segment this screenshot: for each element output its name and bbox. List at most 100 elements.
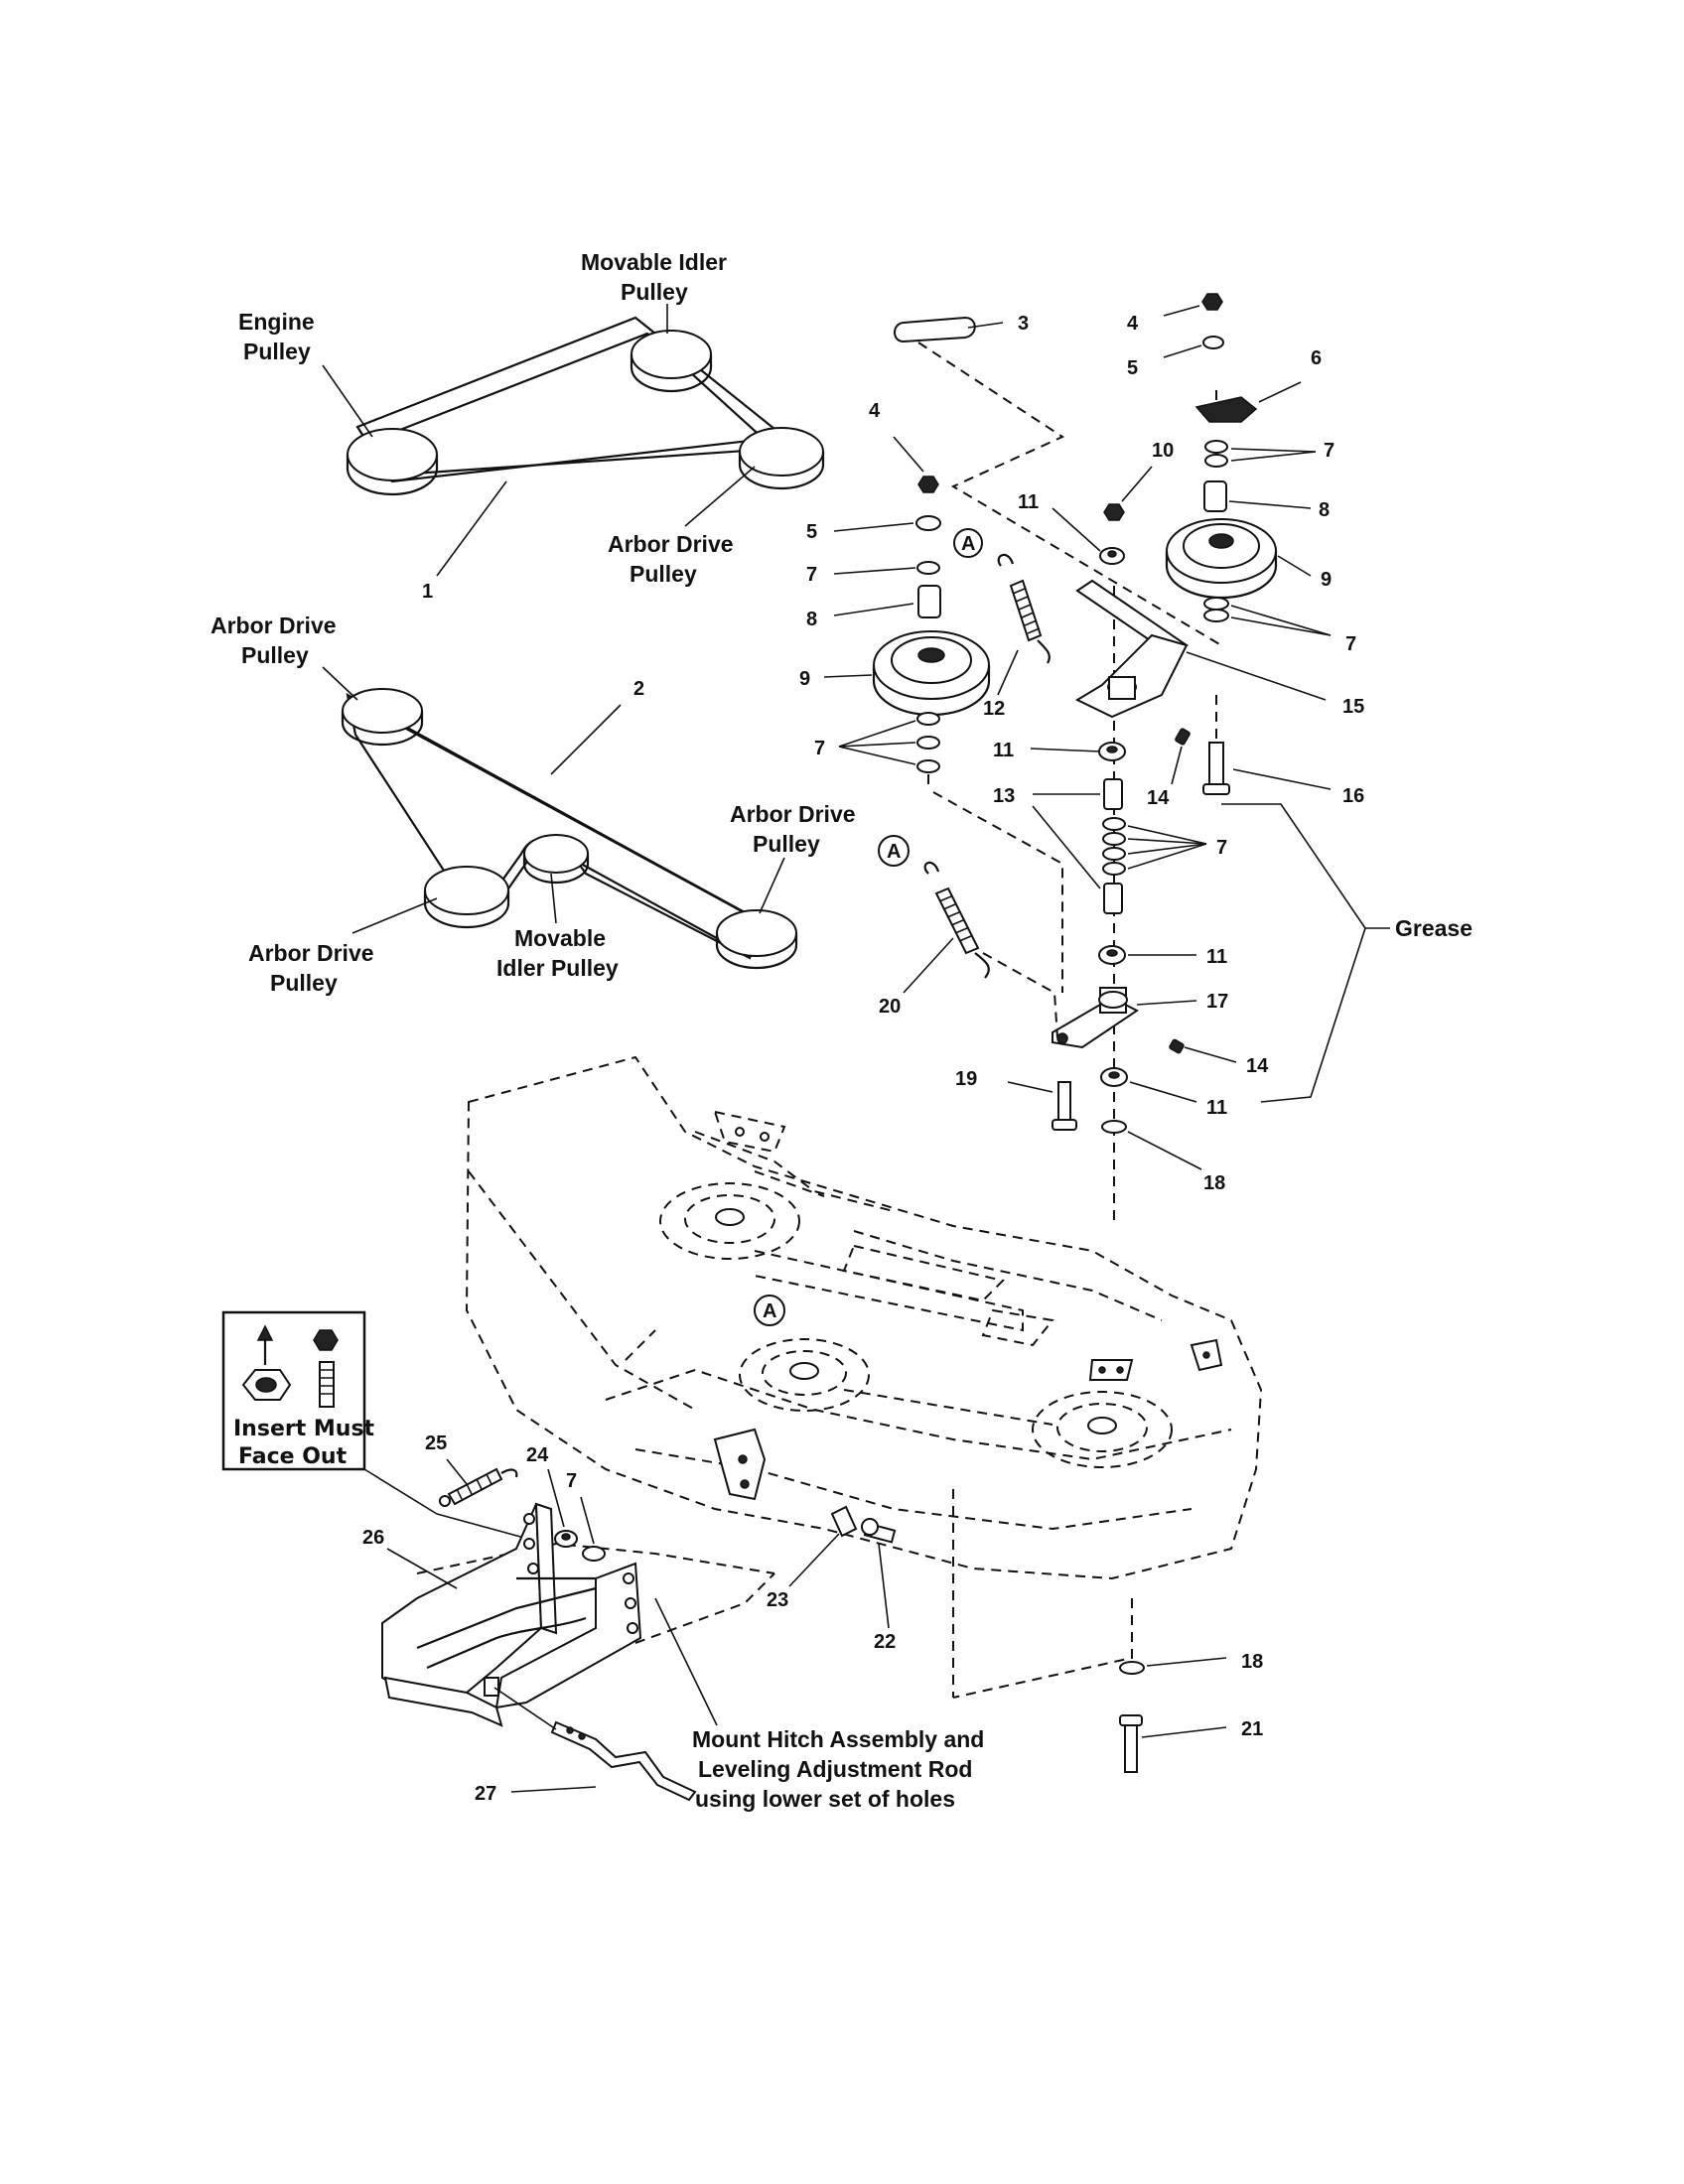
part-number-10: 10 <box>1152 440 1174 462</box>
callout-a-upper: A <box>953 528 983 558</box>
pin-22-icon <box>861 1518 897 1544</box>
insert-face-out-box: Insert Must Face Out <box>221 1310 547 1545</box>
spacer-13-upper-icon <box>1103 778 1123 810</box>
idler-pulley-icon-left <box>872 630 991 717</box>
arbor-drive-pulley-label-1: Arbor Drive Pulley <box>608 531 740 587</box>
bearing-11-upper-icon <box>1099 547 1125 565</box>
part-number-20: 20 <box>879 996 901 1018</box>
part-number-7c: 7 <box>1216 837 1227 859</box>
part-number-5a: 5 <box>806 521 817 543</box>
engine-pulley-label: Engine Pulley <box>238 309 321 364</box>
callout-a-middle: A <box>878 835 910 867</box>
part-number-7d: 7 <box>566 1470 577 1492</box>
part-number-8b: 8 <box>1319 499 1330 521</box>
part-number-7f: 7 <box>1324 440 1334 462</box>
nut-left-icon <box>917 476 939 493</box>
part-number-25: 25 <box>425 1433 447 1454</box>
part-number-24: 24 <box>526 1444 549 1466</box>
callout-a-deck: A <box>754 1295 785 1326</box>
part-number-1: 1 <box>422 581 433 603</box>
idler-pulley-icon-right <box>1165 518 1278 600</box>
part-number-11a: 11 <box>1018 491 1039 513</box>
arbor-drive-pulley-label-top: Arbor Drive Pulley <box>210 613 343 668</box>
grease-bracket <box>1221 803 1366 1103</box>
arbor-drive-pulley-top-icon <box>341 688 424 747</box>
arbor-drive-pulley-label-right: Arbor Drive Pulley <box>730 801 862 857</box>
part-number-4a: 4 <box>869 400 881 422</box>
up-arrow-icon <box>256 1324 274 1365</box>
arbor-drive-pulley-label-bottom: Arbor Drive Pulley <box>248 940 380 996</box>
locknut-insert-icon <box>241 1369 292 1401</box>
idler-bracket-icon <box>1194 396 1258 423</box>
arbor-drive-pulley-icon <box>738 427 825 490</box>
bearing-11-bottom-icon <box>1100 1067 1128 1087</box>
part-number-7b: 7 <box>814 738 825 759</box>
part-number-21: 21 <box>1241 1718 1263 1740</box>
washer-left-icon <box>915 515 941 531</box>
set-screw-14-icon <box>1175 728 1191 746</box>
engine-pulley-icon <box>346 428 439 496</box>
svg-text:A: A <box>763 1300 776 1322</box>
part-number-23: 23 <box>767 1589 788 1611</box>
set-screw-14-lower-icon <box>1169 1038 1185 1054</box>
nut-10-icon <box>1103 503 1125 521</box>
bolt-nut-icon <box>313 1329 339 1408</box>
deck-hitch-bracket-icon <box>713 1428 767 1501</box>
belt-diagram-2: Arbor Drive Pulley Arbor Drive Pulley Ar… <box>210 613 862 996</box>
spacer-13-lower-icon <box>1103 883 1123 914</box>
part-number-9a: 9 <box>799 668 810 690</box>
spacer-23-icon <box>830 1505 858 1538</box>
deck-bracket-right <box>1088 1359 1134 1381</box>
svg-text:A: A <box>961 533 975 555</box>
part-number-19: 19 <box>955 1068 977 1090</box>
part-number-15: 15 <box>1342 696 1364 718</box>
washer-18-upper-icon <box>1101 1120 1127 1134</box>
part-number-27: 27 <box>475 1783 496 1805</box>
part-number-11c: 11 <box>1206 946 1227 968</box>
part-number-3: 3 <box>1018 313 1029 335</box>
washer-7-hitch-icon <box>582 1546 606 1562</box>
spring-20-icon <box>923 861 990 979</box>
part-number-22: 22 <box>874 1631 896 1653</box>
arbor-drive-pulley-bottom-icon <box>423 866 510 929</box>
part-number-7a: 7 <box>806 564 817 586</box>
bushing-left-icon <box>917 585 941 618</box>
spindle-center-icon <box>739 1338 870 1412</box>
movable-idler-pulley-2-icon <box>522 834 590 885</box>
bearing-11-mid-icon <box>1098 742 1126 761</box>
spindle-right-icon <box>1032 1391 1173 1468</box>
washer-stack-center-icon <box>1102 817 1126 876</box>
part-number-9b: 9 <box>1321 569 1332 591</box>
bushing-24-icon <box>554 1530 578 1548</box>
idler-arm-icon <box>1074 579 1189 719</box>
part-number-11d: 11 <box>1206 1097 1227 1119</box>
nut-icon <box>1201 293 1223 311</box>
handle-grip-icon <box>894 316 976 343</box>
part-number-7e: 7 <box>1345 633 1356 655</box>
washer-icon <box>1202 336 1224 349</box>
part-number-17: 17 <box>1206 991 1228 1013</box>
deck-bracket-rear <box>713 1110 786 1154</box>
mower-deck: A <box>465 1055 1263 1580</box>
part-number-18b: 18 <box>1241 1651 1263 1673</box>
washer-left-2-icon <box>916 561 940 575</box>
part-number-13: 13 <box>993 785 1015 807</box>
arbor-drive-pulley-right-icon <box>715 909 798 970</box>
lower-idler-arm-icon <box>1052 987 1139 1049</box>
idler-assembly: 3 4 5 6 7 8 9 <box>799 293 1473 1221</box>
spring-12-icon <box>997 553 1052 664</box>
hitch-assembly: 25 24 7 26 <box>362 1433 775 1805</box>
part-number-2: 2 <box>633 678 644 700</box>
bolt-21-icon <box>1119 1714 1143 1773</box>
bolt-19-icon <box>1052 1081 1077 1131</box>
spring-25-icon <box>439 1467 518 1507</box>
part-number-14b: 14 <box>1246 1055 1269 1077</box>
part-number-14a: 14 <box>1147 787 1170 809</box>
movable-idler-pulley-label: Movable Idler Pulley <box>581 249 733 305</box>
part-number-12: 12 <box>983 698 1005 720</box>
hitch-mount-note: Mount Hitch Assembly and Leveling Adjust… <box>692 1726 991 1812</box>
part-number-26: 26 <box>362 1527 384 1549</box>
part-number-5b: 5 <box>1127 357 1138 379</box>
deck-bracket-front-right <box>1190 1338 1223 1372</box>
